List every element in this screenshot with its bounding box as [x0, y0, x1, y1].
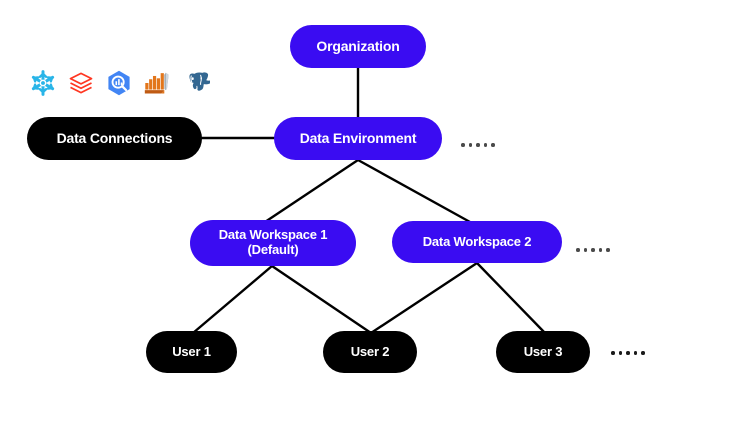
ellipsis-dot: [491, 143, 495, 147]
ellipsis-dot: [576, 248, 580, 252]
ellipsis-dot: [591, 248, 595, 252]
node-data-connections[interactable]: Data Connections: [27, 117, 202, 160]
ellipsis-data-environment-more: [461, 143, 495, 147]
edge-workspace-1-to-user-2: [270, 264, 373, 335]
databricks-icon: [64, 64, 98, 102]
data-connection-icons: [26, 64, 212, 102]
edge-workspace-1-to-user-1: [191, 264, 274, 335]
ellipsis-dot: [598, 248, 602, 252]
node-user-2[interactable]: User 2: [323, 331, 417, 373]
ellipsis-dot: [476, 143, 480, 147]
ellipsis-dot: [468, 143, 472, 147]
ellipsis-dot: [583, 248, 587, 252]
bigquery-icon: [102, 64, 136, 102]
ellipsis-dot: [461, 143, 465, 147]
edge-workspace-2-to-user-2: [369, 261, 479, 335]
ellipsis-dot: [641, 351, 645, 355]
ellipsis-dot: [611, 351, 615, 355]
node-data-workspace-2[interactable]: Data Workspace 2: [392, 221, 562, 263]
postgresql-icon: [178, 64, 212, 102]
node-organization[interactable]: Organization: [290, 25, 426, 68]
snowflake-icon: [26, 64, 60, 102]
edge-data-environment-to-workspace-1: [263, 158, 360, 224]
ellipsis-dot: [626, 351, 630, 355]
redshift-icon: [140, 64, 174, 102]
ellipsis-dot: [618, 351, 622, 355]
ellipsis-dot: [633, 351, 637, 355]
node-data-environment[interactable]: Data Environment: [274, 117, 442, 160]
ellipsis-dot: [606, 248, 610, 252]
node-data-workspace-1[interactable]: Data Workspace 1 (Default): [190, 220, 356, 266]
ellipsis-data-workspace-more: [576, 248, 610, 252]
node-user-3[interactable]: User 3: [496, 331, 590, 373]
edge-data-environment-to-workspace-2: [356, 158, 472, 224]
ellipsis-dot: [483, 143, 487, 147]
edge-workspace-2-to-user-3: [475, 261, 547, 335]
node-user-1[interactable]: User 1: [146, 331, 237, 373]
ellipsis-user-more: [611, 351, 645, 355]
